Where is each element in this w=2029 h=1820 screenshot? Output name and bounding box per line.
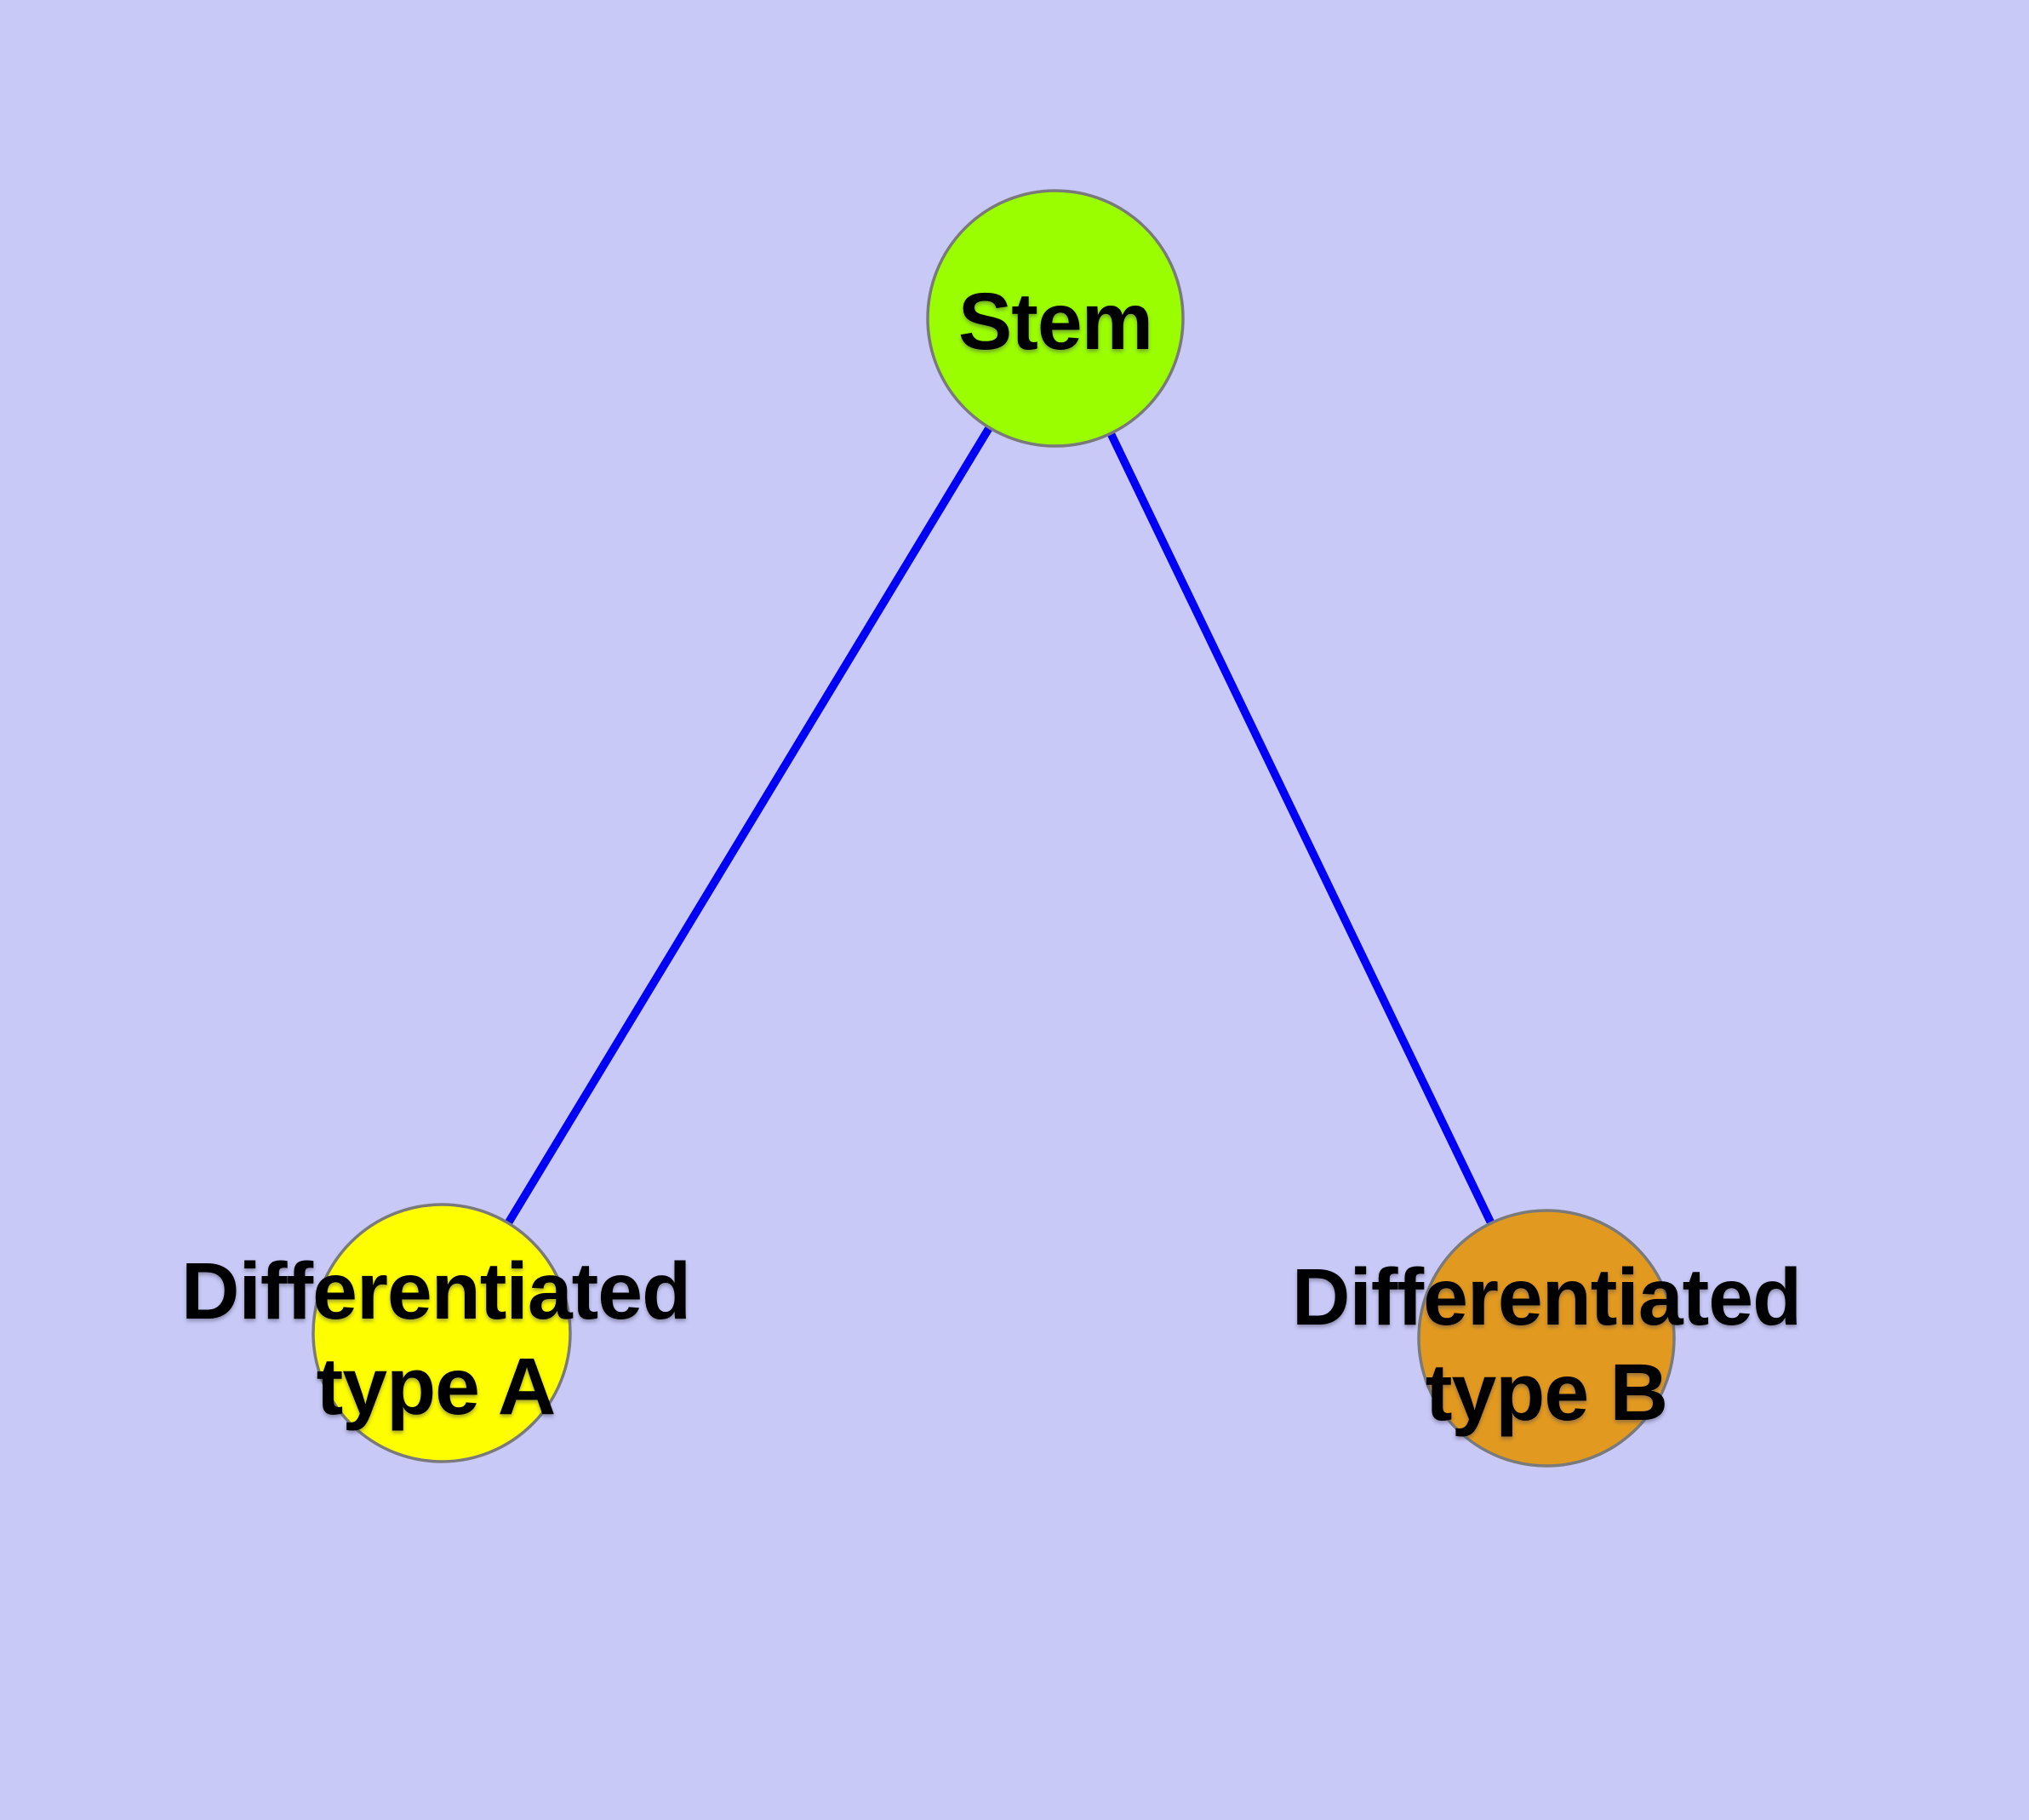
- node-stem-label: Stem: [957, 277, 1153, 367]
- edge-stem-to-type-b: [1051, 314, 1551, 1342]
- node-differentiated-type-a-label-line2: type A: [316, 1342, 557, 1432]
- node-differentiated-type-a-circle: [311, 1203, 572, 1463]
- node-differentiated-type-b-label-line2: type B: [1425, 1348, 1668, 1438]
- node-differentiated-type-b-circle: [1417, 1209, 1676, 1468]
- node-differentiated-type-a-label: Differentiated type A: [180, 1244, 691, 1434]
- node-stem-circle: [926, 189, 1185, 448]
- edge-stem-to-type-a: [437, 314, 1060, 1337]
- node-differentiated-type-a-label-line1: Differentiated: [180, 1246, 691, 1336]
- node-differentiated-type-b-label: Differentiated type B: [1291, 1250, 1802, 1440]
- node-differentiated-type-b-label-line1: Differentiated: [1291, 1252, 1802, 1342]
